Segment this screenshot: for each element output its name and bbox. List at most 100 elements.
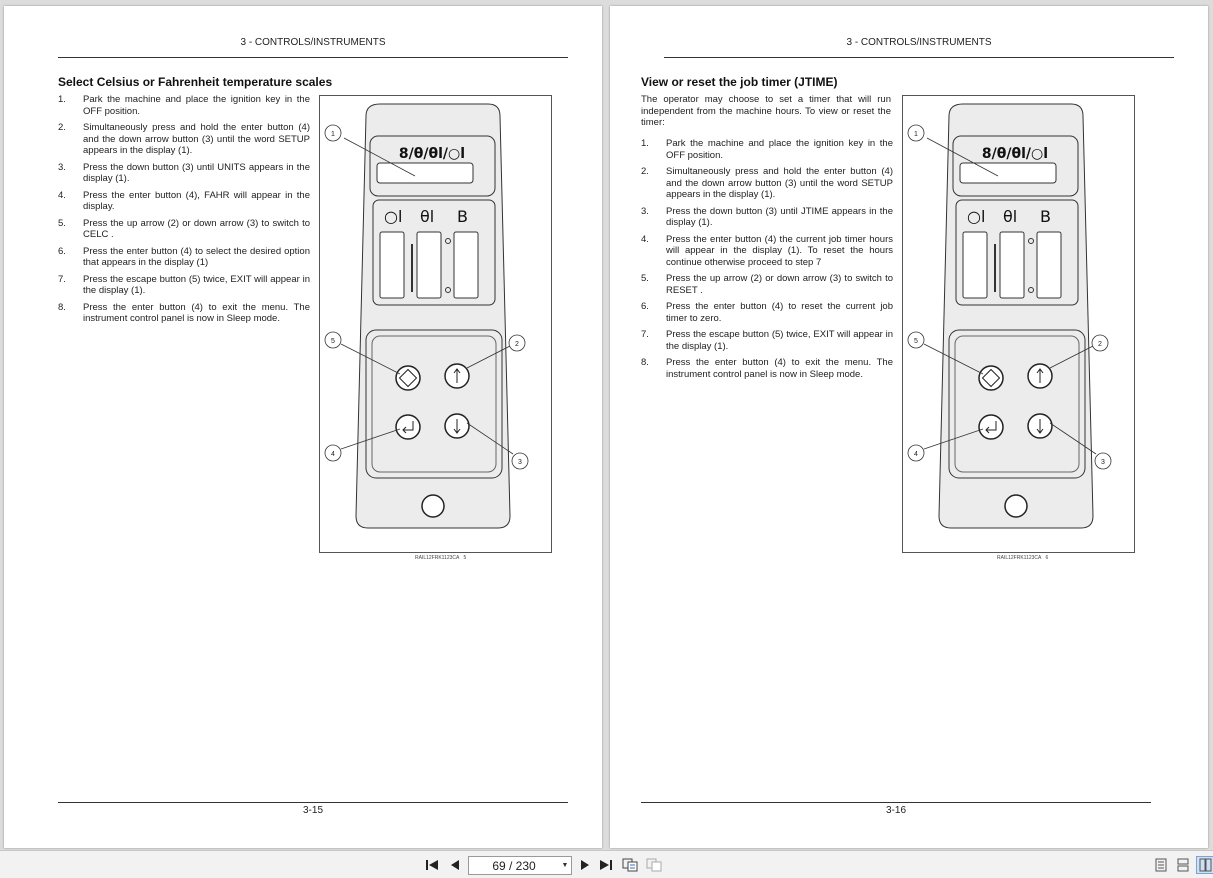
gauge-bar	[416, 231, 442, 299]
callout-leader	[1049, 345, 1094, 369]
enter-button	[978, 414, 1004, 440]
list-item: 1.Park the machine and place the ignitio…	[641, 138, 893, 161]
document-viewer: 3 - CONTROLS/INSTRUMENTS Select Celsius …	[4, 6, 1208, 848]
list-item: 5.Press the up arrow (2) or down arrow (…	[58, 217, 310, 241]
gauge-dot	[1028, 238, 1034, 244]
page-3-15: 3 - CONTROLS/INSTRUMENTS Select Celsius …	[4, 6, 602, 848]
callout-circle	[508, 334, 526, 352]
page-number-input[interactable]: 69 / 230 ▼	[468, 856, 572, 875]
down-arrow-icon	[1036, 419, 1044, 434]
callout-number: 3	[518, 459, 522, 466]
up-arrow-icon	[453, 368, 461, 383]
lcd-display	[376, 162, 474, 184]
callout-circle	[511, 452, 529, 470]
callout-leader	[1049, 422, 1097, 455]
list-item: 6.Press the enter button (4) to reset th…	[641, 301, 893, 324]
diamond-icon	[981, 368, 1001, 388]
footer-rule	[641, 802, 1151, 803]
keypad-frame	[365, 329, 503, 479]
gauge-dot	[445, 287, 451, 293]
first-page-icon[interactable]	[424, 857, 440, 873]
callout-circle	[324, 331, 342, 349]
gauge-dot	[445, 238, 451, 244]
callout-circle	[324, 444, 342, 462]
gauge-bar	[379, 231, 405, 299]
callout-leader	[466, 345, 511, 369]
power-button	[1004, 494, 1028, 518]
down-arrow-icon	[453, 419, 461, 434]
callout-leader	[926, 137, 999, 177]
list-item: 3.Press the down button (3) until UNITS …	[58, 161, 310, 185]
page-number: 3-15	[302, 805, 323, 816]
display-symbols: 8/θ/θl/○l	[399, 146, 465, 162]
callout-leader	[343, 137, 416, 177]
page-3-16: 3 - CONTROLS/INSTRUMENTS View or reset t…	[610, 6, 1208, 848]
list-item: 2.Simultaneously press and hold the ente…	[58, 122, 310, 156]
callout-number: 4	[914, 451, 918, 458]
callout-circle	[907, 444, 925, 462]
callout-number: 1	[331, 131, 335, 138]
power-button	[421, 494, 445, 518]
list-item: 8.Press the enter button (4) to exit the…	[641, 357, 893, 380]
figure-caption: RAIL12FRK1123CA 6	[997, 555, 1049, 561]
intro-paragraph: The operator may choose to set a timer t…	[641, 94, 891, 128]
temperature-icon: ○l	[384, 207, 402, 226]
fit-page-icon[interactable]	[621, 857, 639, 873]
page-header: 3 - CONTROLS/INSTRUMENTS	[846, 37, 992, 48]
enter-icon	[402, 421, 414, 434]
keypad-frame	[948, 329, 1086, 479]
callout-number: 1	[914, 131, 918, 138]
list-item: 6.Press the enter button (4) to select t…	[58, 245, 310, 269]
callout-leader	[340, 343, 401, 375]
callout-leader	[466, 422, 514, 455]
single-page-view-icon[interactable]	[1153, 857, 1169, 873]
list-item: 3.Press the down button (3) until JTIME …	[641, 205, 893, 229]
diamond-icon	[398, 368, 418, 388]
fit-width-icon[interactable]	[645, 857, 663, 873]
viewer-toolbar: 69 / 230 ▼	[0, 850, 1213, 878]
gauge-bar	[453, 231, 479, 299]
header-rule	[664, 57, 1174, 58]
gauge-dot	[1028, 287, 1034, 293]
callout-leader	[923, 343, 984, 375]
callout-number: 4	[331, 451, 335, 458]
list-item: 4.Press the enter button (4), FAHR will …	[58, 189, 310, 213]
section-title: View or reset the job timer (JTIME)	[641, 75, 838, 89]
list-item: 7.Press the escape button (5) twice, EXI…	[58, 273, 310, 297]
up-arrow-icon	[1036, 368, 1044, 383]
two-page-view-icon[interactable]	[1196, 856, 1213, 874]
callout-number: 5	[914, 338, 918, 345]
gauge-bar	[962, 231, 988, 299]
callout-number: 5	[331, 338, 335, 345]
hydraulic-temp-icon: θl	[1003, 207, 1017, 226]
previous-page-icon[interactable]	[448, 857, 462, 873]
steps-list: 1.Park the machine and place the ignitio…	[641, 138, 893, 385]
escape-button	[395, 365, 421, 391]
chevron-down-icon[interactable]: ▼	[561, 862, 569, 869]
fuel-icon: B	[457, 207, 468, 226]
hydraulic-temp-icon: θl	[420, 207, 434, 226]
callout-number: 3	[1101, 459, 1105, 466]
keypad-inner	[954, 335, 1080, 473]
enter-icon	[985, 421, 997, 434]
callout-number: 2	[1098, 341, 1102, 348]
next-page-icon[interactable]	[578, 857, 592, 873]
list-item: 5.Press the up arrow (2) or down arrow (…	[641, 273, 893, 296]
page-header: 3 - CONTROLS/INSTRUMENTS	[240, 37, 386, 48]
list-item: 4.Press the enter button (4) the current…	[641, 233, 893, 268]
list-item: 1.Park the machine and place the ignitio…	[58, 94, 310, 117]
footer-rule	[58, 802, 568, 803]
display-symbols: 8/θ/θl/○l	[982, 146, 1048, 162]
gauge-bar	[1036, 231, 1062, 299]
list-item: 2.Simultaneously press and hold the ente…	[641, 166, 893, 200]
steps-list: 1.Park the machine and place the ignitio…	[58, 94, 310, 330]
list-item: 7.Press the escape button (5) twice, EXI…	[641, 329, 893, 352]
enter-button	[395, 414, 421, 440]
continuous-view-icon[interactable]	[1175, 857, 1191, 873]
section-title: Select Celsius or Fahrenheit temperature…	[58, 75, 333, 89]
callout-number: 2	[515, 341, 519, 348]
fuel-icon: B	[1040, 207, 1051, 226]
escape-button	[978, 365, 1004, 391]
last-page-icon[interactable]	[598, 857, 614, 873]
